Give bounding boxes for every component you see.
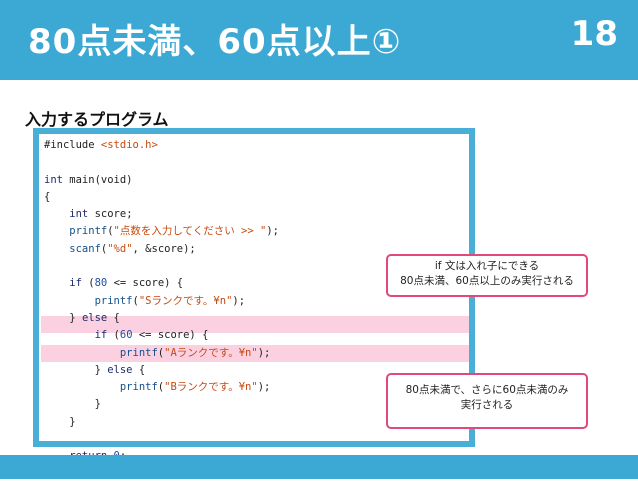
code-token: ); [257, 346, 271, 359]
code-token: 80 [94, 277, 108, 290]
callout-else-branch: 80点未満で、さらに60点未満のみ 実行される [386, 373, 588, 429]
code-token: int [44, 208, 89, 221]
code-line: if (80 <= score) { [44, 275, 279, 292]
callout-else-branch-line2: 実行される [460, 399, 514, 411]
code-token: ( [107, 329, 120, 342]
code-token: "Bランクです。¥n" [164, 381, 258, 394]
code-line: } else { [44, 310, 279, 327]
code-line: printf("点数を入力してください >> "); [44, 223, 279, 240]
code-token: 60 [119, 329, 133, 342]
code-line: { [44, 189, 279, 206]
code-token: { [132, 363, 146, 376]
code-line [44, 258, 279, 275]
code-line: printf("Bランクです。¥n"); [44, 379, 279, 396]
code-line: int main(void) [44, 172, 279, 189]
code-token: ( [100, 242, 108, 255]
code-token: ( [157, 381, 165, 394]
code-token: ( [132, 294, 139, 307]
code-token: { [107, 311, 120, 324]
section-subtitle: 入力するプログラム [25, 110, 169, 129]
code-line: } else { [44, 362, 279, 379]
code-token: } [44, 398, 101, 411]
code-token: ); [232, 294, 246, 307]
code-token: printf [44, 294, 133, 307]
code-listing: #include <stdio.h> int main(void){ int s… [44, 137, 279, 483]
code-token: if [44, 329, 108, 342]
code-line: #include <stdio.h> [44, 137, 279, 154]
code-token: printf [44, 381, 158, 394]
code-line [44, 431, 279, 448]
slide-title: 80点未満、60点以上① [28, 22, 402, 62]
code-token: else [81, 311, 108, 324]
code-token: ( [81, 277, 95, 290]
code-token: <= score) { [132, 329, 209, 342]
code-token: } [44, 311, 82, 324]
code-token: "Sランクです。¥n" [138, 294, 233, 307]
code-token: scanf [44, 242, 101, 255]
callout-else-branch-line1: 80点未満で、さらに60点未満のみ [405, 384, 569, 396]
code-token: #include [44, 139, 101, 151]
code-line [44, 154, 279, 171]
code-token: , &score); [132, 242, 196, 255]
code-token: printf [44, 225, 108, 238]
code-token: main(void) [62, 173, 133, 186]
code-token: int [44, 173, 63, 186]
code-line: } [44, 396, 279, 413]
code-line: } [44, 414, 279, 431]
code-token: ( [157, 346, 165, 359]
code-token: printf [44, 346, 158, 359]
code-token: else [107, 363, 133, 376]
code-line: printf("Sランクです。¥n"); [44, 293, 279, 310]
code-token: { [44, 190, 51, 203]
code-token: ); [266, 225, 280, 238]
code-token: if [44, 277, 82, 290]
code-token: <stdio.h> [100, 139, 158, 151]
callout-nested-if-line2: 80点未満、60点以上のみ実行される [400, 275, 574, 287]
code-token: score; [88, 208, 133, 221]
slide-footer [0, 455, 638, 479]
code-line: int score; [44, 206, 279, 223]
code-token: } [44, 415, 76, 428]
slide-header: 80点未満、60点以上① 18 [0, 0, 638, 80]
code-token: "%d" [107, 242, 133, 255]
highlight-b-rank [41, 345, 469, 362]
code-token: } [44, 363, 108, 376]
code-line: scanf("%d", &score); [44, 241, 279, 258]
code-token: "Aランクです。¥n" [164, 346, 258, 359]
code-token: ); [257, 381, 271, 394]
highlight-a-rank [41, 316, 469, 333]
callout-nested-if-line1: if 文は入れ子にできる [434, 260, 540, 272]
code-line: if (60 <= score) { [44, 327, 279, 344]
page-number: 18 [570, 14, 618, 54]
code-token: ( [107, 225, 114, 238]
code-token: "点数を入力してください >> " [113, 225, 267, 238]
code-line: printf("Aランクです。¥n"); [44, 345, 279, 362]
code-token: <= score) { [107, 277, 184, 290]
callout-nested-if: if 文は入れ子にできる 80点未満、60点以上のみ実行される [386, 254, 588, 297]
